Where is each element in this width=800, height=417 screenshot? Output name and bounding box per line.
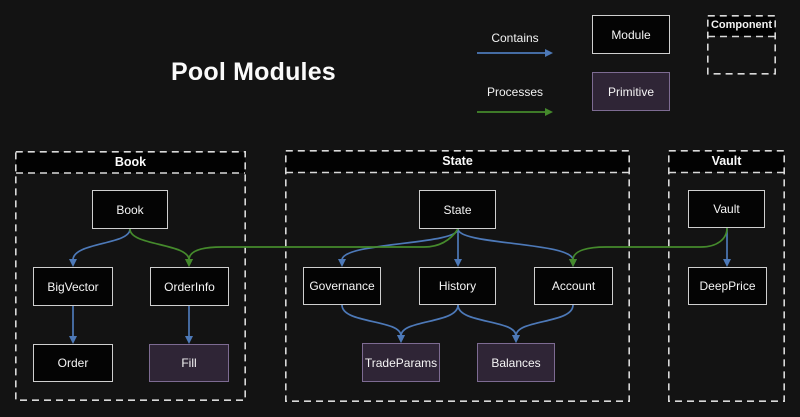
book-container-titlebar (16, 152, 245, 173)
legend-module-box: Module (592, 15, 670, 54)
node-bigvector: BigVector (33, 267, 113, 306)
edge-history-tradeparams (397, 304, 459, 343)
node-orderinfo: OrderInfo (150, 267, 229, 306)
edge-state-orderinfo (185, 228, 459, 267)
node-governance: Governance (303, 267, 381, 305)
node-deepprice: DeepPrice (688, 267, 767, 305)
state-container-title: State (442, 154, 473, 168)
node-account: Account (534, 267, 613, 305)
node-history: History (419, 267, 496, 305)
edge-history-balances (457, 304, 520, 343)
vault-container-titlebar (669, 151, 784, 172)
node-state: State (419, 190, 496, 229)
edge-state-account (457, 228, 577, 267)
node-fill: Fill (149, 344, 229, 382)
component-legend-titlebar (708, 16, 775, 36)
page-title: Pool Modules (171, 58, 336, 86)
legend-processes-label: Processes (486, 85, 544, 99)
component-legend-frame (706, 15, 776, 75)
legend-primitive-box: Primitive (592, 72, 670, 111)
state-container-frame (284, 150, 630, 402)
edge-book-bigvector (69, 228, 131, 267)
legend-contains-label: Contains (491, 31, 539, 45)
legend-component-label: Component (710, 19, 773, 31)
node-order: Order (33, 344, 113, 382)
node-book: Book (92, 190, 168, 229)
book-container-frame (15, 151, 246, 401)
vault-container-frame (667, 150, 785, 402)
node-tradeparams: TradeParams (362, 343, 440, 382)
node-balances: Balances (477, 343, 555, 382)
node-vault: Vault (688, 190, 765, 228)
edge-vault-account (569, 227, 728, 267)
edge-governance-tradeparams (341, 304, 405, 343)
vault-container-title: Vault (711, 154, 742, 168)
edge-account-balances (512, 304, 574, 343)
book-container-title: Book (114, 155, 147, 169)
edge-book-orderinfo (129, 228, 193, 267)
state-container-titlebar (286, 151, 629, 172)
